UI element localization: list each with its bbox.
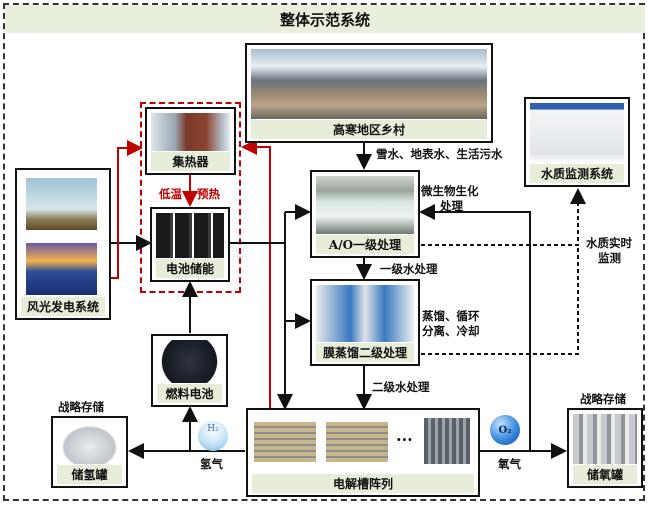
node-h2-tank: 储氢罐 xyxy=(51,416,128,488)
annotation-hydrogen: 氢气 xyxy=(200,457,223,471)
annotation-bio-line1: 微生物生化 xyxy=(421,184,479,198)
node-heat-collector: 集热器 xyxy=(145,107,236,175)
node-water-monitor: 水质监测系统 xyxy=(524,97,630,187)
annotation-low-temp: 低温 xyxy=(159,187,182,201)
node-membrane-label: 膜蒸馏二级处理 xyxy=(316,343,414,362)
node-o2-tank: 储氧罐 xyxy=(567,408,643,488)
node-fuel-cell: 燃料电池 xyxy=(151,334,228,407)
annotation-monitor-line1: 水质实时 xyxy=(586,236,632,250)
electrolyzer-photo xyxy=(424,418,470,464)
node-wind-solar-label: 风光发电系统 xyxy=(21,297,105,316)
node-o2-tank-label: 储氧罐 xyxy=(573,465,637,484)
annotation-distill-line2: 分离、冷却 xyxy=(422,324,480,338)
annotation-o2-strategic: 战略存储 xyxy=(580,392,626,406)
arrow-oxygen-ao xyxy=(419,204,531,451)
system-frame xyxy=(3,3,645,501)
annotation-preheat: 预热 xyxy=(197,187,220,201)
node-h2-tank-label: 储氢罐 xyxy=(57,465,122,484)
annotation-oxygen: 氧气 xyxy=(498,457,521,471)
electrolyzer-ellipsis: ··· xyxy=(396,430,413,449)
node-membrane: 膜蒸馏二级处理 xyxy=(310,279,420,366)
arrow-electrolyzer-heat xyxy=(241,139,271,409)
mountain-village-photo xyxy=(251,49,487,119)
node-wind-solar: 风光发电系统 xyxy=(15,168,111,320)
node-village: 高寒地区乡村 xyxy=(245,43,493,143)
annotation-water-source: 雪水、地表水、生活污水 xyxy=(376,147,503,161)
annotation-distill-line1: 蒸馏、循环 xyxy=(422,309,480,323)
oxygen-bubble-icon: O₂ xyxy=(490,415,520,445)
fuel-cell-photo xyxy=(157,340,222,383)
heat-exchanger-photo xyxy=(151,113,230,151)
wind-turbine-photo xyxy=(26,178,97,230)
node-village-label: 高寒地区乡村 xyxy=(251,120,487,139)
oxygen-cylinder-photo xyxy=(573,414,637,464)
node-battery-label: 电池储能 xyxy=(156,259,224,278)
hydrogen-bubble-icon: H₂ xyxy=(198,421,228,451)
diagram-title: 整体示范系统 xyxy=(5,5,645,33)
dashed-membrane-monitor xyxy=(421,245,579,355)
monitoring-station-photo xyxy=(530,103,624,163)
water-treatment-pool-photo xyxy=(316,176,414,234)
dashed-ao-monitor xyxy=(421,188,586,246)
node-ao-treatment: A/O一级处理 xyxy=(310,170,420,258)
node-electrolyzer-label: 电解槽阵列 xyxy=(252,474,474,493)
node-water-monitor-label: 水质监测系统 xyxy=(530,164,624,183)
annotation-h2-strategic: 战略存储 xyxy=(58,400,104,414)
electrolyzer-photo xyxy=(254,422,316,462)
annotation-primary-water: 一级水处理 xyxy=(380,262,438,276)
electrolyzer-photo xyxy=(326,422,388,462)
annotation-secondary-water: 二级水处理 xyxy=(372,380,430,394)
node-heat-collector-label: 集热器 xyxy=(151,152,230,171)
membrane-distillation-photo xyxy=(316,285,414,342)
node-electrolyzer: ··· 电解槽阵列 xyxy=(246,408,480,497)
node-ao-treatment-label: A/O一级处理 xyxy=(316,235,414,254)
hydrogen-tank-photo xyxy=(57,422,122,464)
annotation-bio-line2: 处理 xyxy=(440,199,463,213)
battery-pack-photo xyxy=(156,213,224,258)
solar-panel-photo xyxy=(26,243,97,295)
node-battery: 电池储能 xyxy=(150,207,230,282)
annotation-monitor-line2: 监测 xyxy=(598,251,621,265)
node-fuel-cell-label: 燃料电池 xyxy=(157,384,222,403)
